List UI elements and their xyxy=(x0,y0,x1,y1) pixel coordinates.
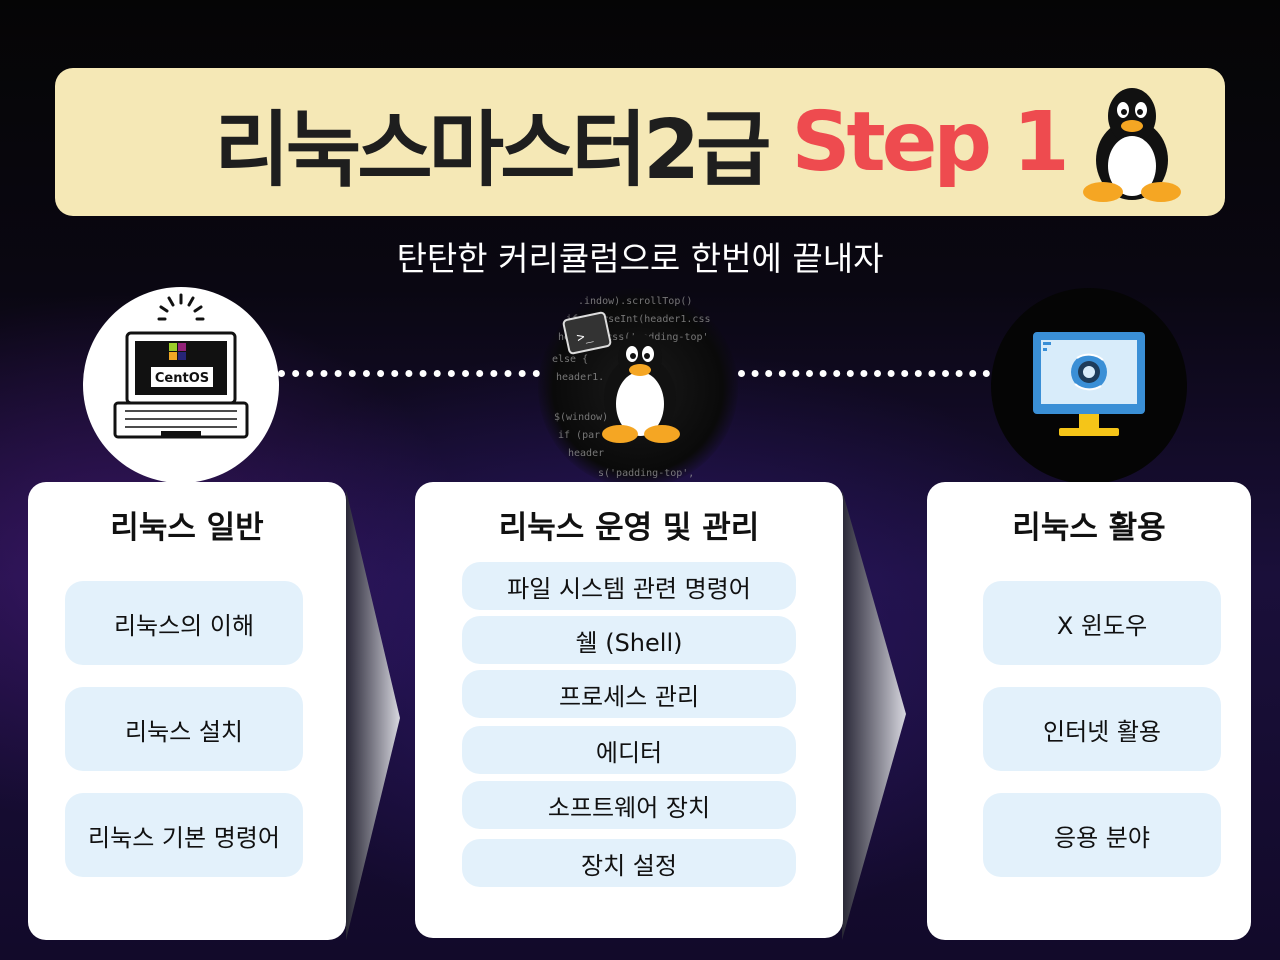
card-item: 리눅스의 이해 xyxy=(65,581,303,665)
banner-title: 리눅스마스터2급 Step 1 xyxy=(55,68,1225,216)
card-item: 인터넷 활용 xyxy=(983,687,1221,771)
card-item: 에디터 xyxy=(462,726,796,774)
dotted-connector-right xyxy=(738,370,990,377)
svg-text:header1.: header1. xyxy=(556,372,604,383)
tux-code-icon: .indow).scrollTop() if (parseInt(header1… xyxy=(552,296,711,479)
card-linux-operation: 리눅스 운영 및 관리 파일 시스템 관련 명령어 쉘 (Shell) 프로세스… xyxy=(415,482,843,938)
svg-text:s('padding-top',: s('padding-top', xyxy=(598,468,694,479)
card-item: 리눅스 기본 명령어 xyxy=(65,793,303,877)
subtitle: 탄탄한 커리큘럼으로 한번에 끝내자 xyxy=(396,239,884,278)
monitor-globe-icon xyxy=(1033,332,1145,436)
svg-text:if (par: if (par xyxy=(558,430,600,441)
card-item: 장치 설정 xyxy=(462,839,796,887)
card-title: 리눅스 일반 xyxy=(110,510,264,546)
card-item: X 윈도우 xyxy=(983,581,1221,665)
card-item: 쉘 (Shell) xyxy=(462,616,796,664)
svg-text:.indow).scrollTop(): .indow).scrollTop() xyxy=(578,296,692,307)
banner-title-step: Step 1 xyxy=(791,94,1069,190)
tux-code-circle: .indow).scrollTop() if (parseInt(header1… xyxy=(538,288,738,488)
card-title: 리눅스 운영 및 관리 xyxy=(498,510,760,546)
monitor-circle xyxy=(991,288,1187,484)
card-item: 파일 시스템 관련 명령어 xyxy=(462,562,796,610)
card-item: 응용 분야 xyxy=(983,793,1221,877)
card-linux-general: 리눅스 일반 리눅스의 이해 리눅스 설치 리눅스 기본 명령어 xyxy=(28,482,346,940)
svg-text:else {: else { xyxy=(552,354,588,365)
svg-text:$(window).: $(window). xyxy=(554,412,614,423)
banner-title-main: 리눅스마스터2급 xyxy=(214,102,771,198)
chevron-arrow-left xyxy=(346,490,400,940)
svg-text:>_: >_ xyxy=(575,328,594,346)
centos-label: CentOS xyxy=(155,371,209,386)
tux-penguin-icon xyxy=(1083,88,1181,202)
title-banner: 리눅스마스터2급 Step 1 xyxy=(55,68,1225,216)
svg-text:header: header xyxy=(568,448,604,459)
card-item: 소프트웨어 장치 xyxy=(462,781,796,829)
card-item: 리눅스 설치 xyxy=(65,687,303,771)
chevron-arrow-right xyxy=(842,490,906,940)
dotted-connector-left xyxy=(278,370,540,377)
card-title: 리눅스 활용 xyxy=(1012,510,1166,546)
svg-text:if (parseInt(header1.css: if (parseInt(header1.css xyxy=(566,314,711,325)
card-linux-application: 리눅스 활용 X 윈도우 인터넷 활용 응용 분야 xyxy=(927,482,1251,940)
centos-laptop-icon: CentOS xyxy=(113,293,249,439)
card-item: 프로세스 관리 xyxy=(462,670,796,718)
centos-laptop-circle: CentOS xyxy=(83,287,279,483)
